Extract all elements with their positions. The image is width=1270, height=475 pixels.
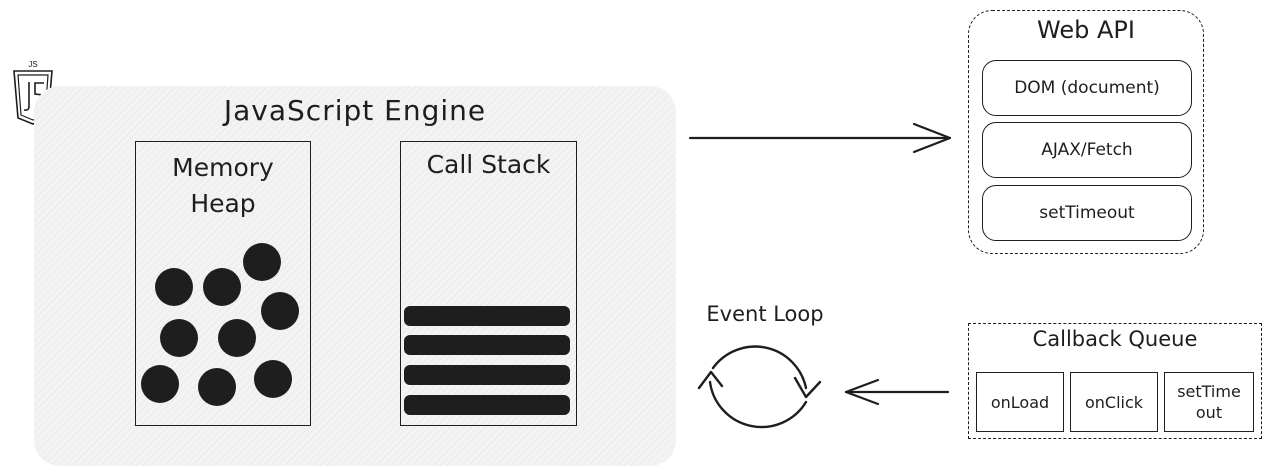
web-api-container [968,10,1204,254]
queue-item-onload: onLoad [976,372,1064,432]
heap-object [155,268,193,306]
queue-to-eventloop-arrow [844,378,950,406]
call-stack-box [400,141,577,426]
web-api-title: Web API [1037,16,1135,44]
event-loop-title: Event Loop [706,302,824,326]
svg-text:JS: JS [28,60,37,69]
heap-object [254,360,292,398]
stack-frame [404,395,570,415]
loop-arrows-icon [697,345,822,429]
heap-object [261,292,299,330]
stack-frame [404,306,570,326]
web-api-item-settimeout: setTimeout [982,185,1192,241]
engine-to-webapi-arrow [688,122,952,154]
engine-title: JavaScript Engine [223,94,487,127]
heap-object [243,243,281,281]
heap-object [218,319,256,357]
memory-heap-title: Memory Heap [172,153,274,218]
queue-item-settimeout: setTime out [1164,372,1254,432]
call-stack-title: Call Stack [426,150,551,179]
web-api-item-dom: DOM (document) [982,60,1192,116]
memory-heap-box [135,141,311,426]
heap-object [203,268,241,306]
web-api-item-ajax-fetch: AJAX/Fetch [982,122,1192,178]
queue-item-onclick: onClick [1070,372,1158,432]
stack-frame [404,335,570,355]
heap-object [198,368,236,406]
callback-queue-container [968,323,1262,439]
heap-object [160,319,198,357]
heap-object [141,365,179,403]
callback-queue-title: Callback Queue [1032,327,1198,351]
stack-frame [404,365,570,385]
